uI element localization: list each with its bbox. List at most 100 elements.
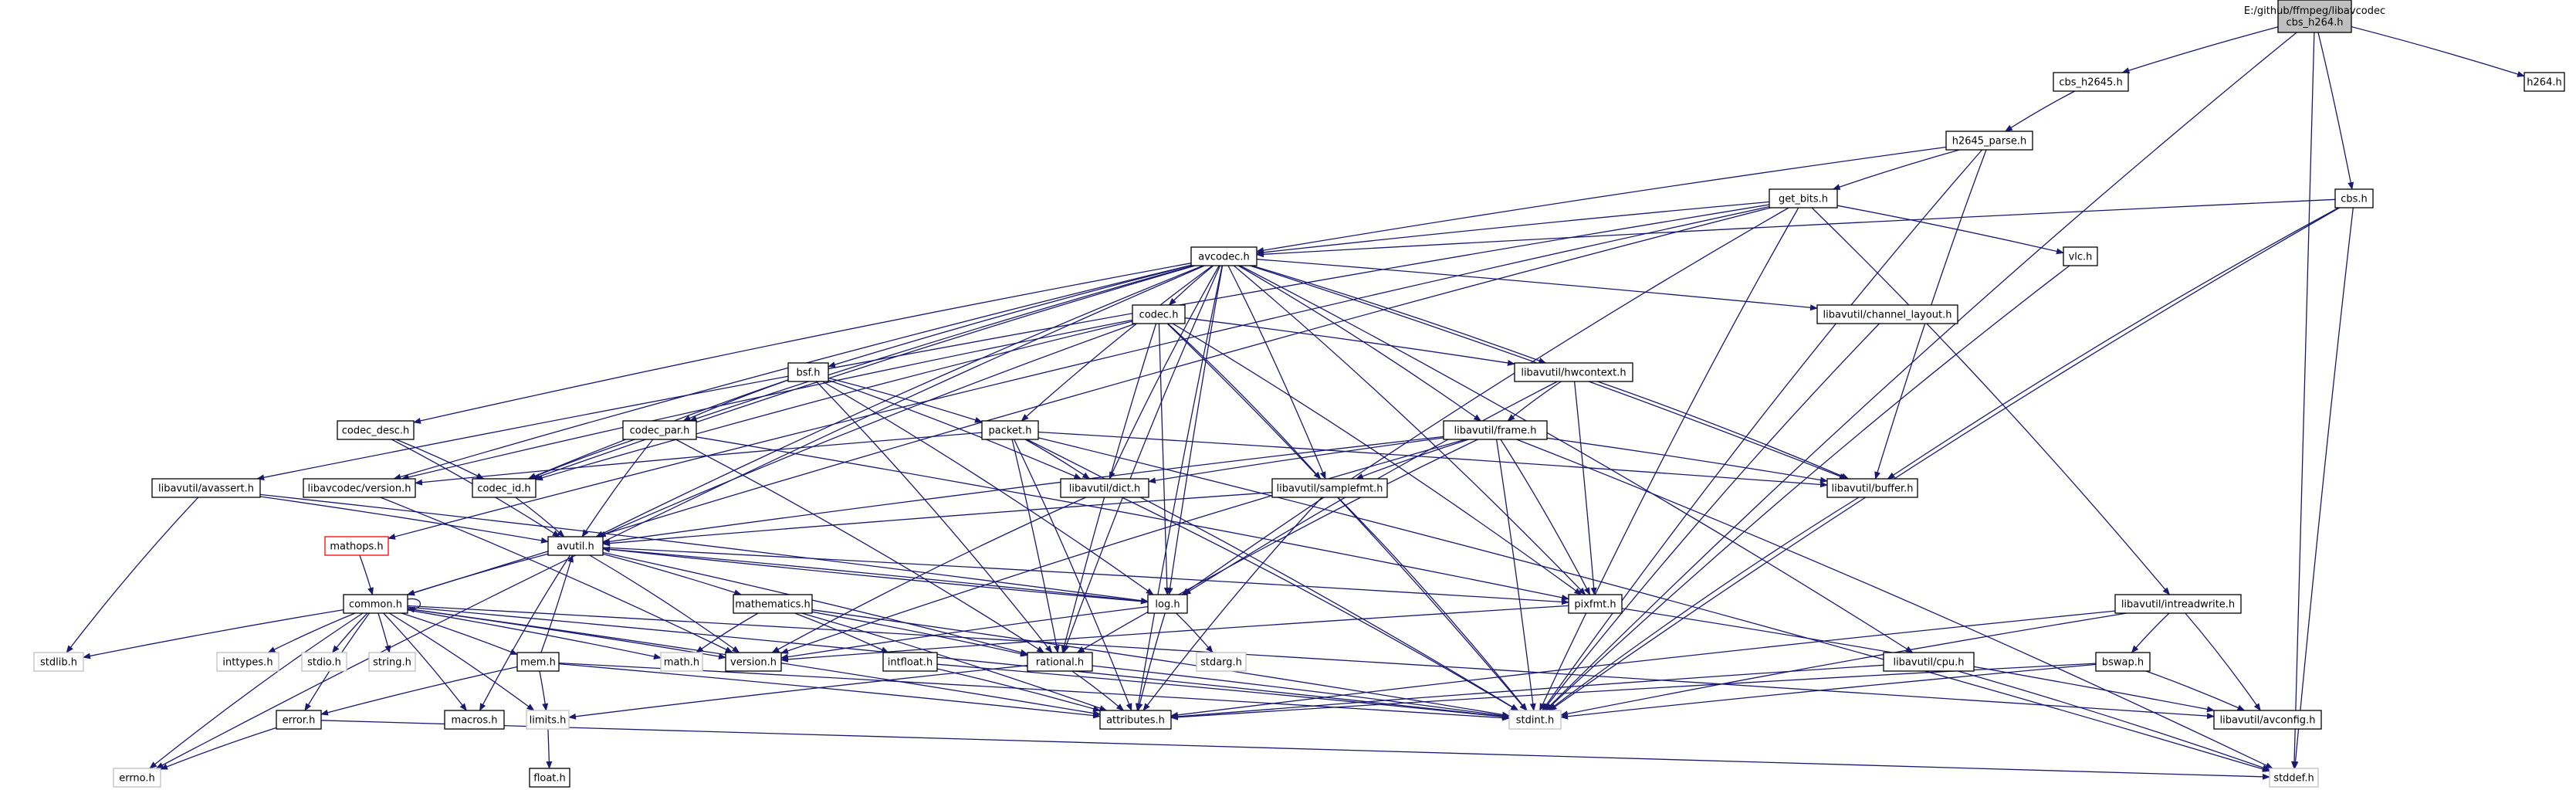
node-label: inttypes.h	[222, 657, 272, 669]
node-label: error.h	[283, 715, 316, 727]
node-codec_desc[interactable]: codec_desc.h	[337, 420, 415, 440]
edge-frame-to-avutil	[602, 436, 1444, 545]
node-intreadwrite[interactable]: libavutil/intreadwrite.h	[2114, 594, 2242, 614]
node-mathematics[interactable]: mathematics.h	[733, 594, 813, 614]
edge-root-to-cbs_h2645	[2121, 26, 2279, 74]
edge-bsf-to-codec_par	[682, 379, 789, 422]
node-box	[444, 710, 505, 730]
node-h2645_parse[interactable]: h2645_parse.h	[1945, 131, 2033, 151]
node-cbs_h2645[interactable]: cbs_h2645.h	[2053, 72, 2129, 92]
node-frame[interactable]: libavutil/frame.h	[1443, 420, 1548, 440]
node-box	[2053, 72, 2129, 92]
node-label: mem.h	[520, 657, 556, 669]
node-label: avcodec.h	[1198, 252, 1250, 263]
node-avutil[interactable]: avutil.h	[547, 536, 604, 556]
node-attributes[interactable]: attributes.h	[1099, 710, 1172, 730]
edge-mathematics-to-rational	[811, 611, 1028, 657]
node-cpu[interactable]: libavutil/cpu.h	[1883, 652, 1975, 672]
node-label: E:/github/ffmpeg/libavcodec	[2244, 5, 2385, 17]
edge-error-to-errno	[160, 727, 277, 770]
edge-common-to-macros	[383, 612, 467, 711]
edge-common-to-avconfig	[407, 605, 2215, 720]
edge-codec-to-log	[1158, 323, 1170, 595]
node-label: math.h	[664, 657, 699, 669]
node-h264[interactable]: h264.h	[2524, 72, 2565, 92]
edge-dict-to-version	[771, 497, 1086, 653]
node-avcodec[interactable]: avcodec.h	[1190, 246, 1258, 266]
node-errno: errno.h	[113, 768, 161, 788]
edge-packet-to-avcodec_version	[415, 432, 983, 486]
edge-codec-to-avutil	[597, 323, 1136, 537]
edge-avcodec-to-errno	[155, 265, 1205, 769]
edge-common-to-errno	[149, 612, 364, 769]
node-common[interactable]: common.h	[343, 594, 408, 614]
edge-get_bits-to-mathops	[388, 205, 1770, 540]
node-box	[529, 768, 570, 788]
edge-avutil-to-rational	[602, 551, 1028, 656]
node-float[interactable]: float.h	[529, 768, 570, 788]
node-packet[interactable]: packet.h	[981, 420, 1039, 440]
node-samplefmt[interactable]: libavutil/samplefmt.h	[1271, 478, 1388, 498]
node-bswap[interactable]: bswap.h	[2095, 652, 2151, 672]
node-box	[725, 652, 782, 672]
node-box	[1508, 710, 1562, 730]
node-get_bits[interactable]: get_bits.h	[1769, 188, 1838, 209]
node-box	[2063, 246, 2098, 266]
node-log[interactable]: log.h	[1147, 594, 1188, 614]
node-avcodec_version[interactable]: libavcodec/version.h	[303, 478, 416, 498]
node-version[interactable]: version.h	[725, 652, 782, 672]
edge-root-to-h264	[2351, 25, 2525, 77]
edge-avcodec-to-frame	[1237, 265, 1482, 422]
node-vlc[interactable]: vlc.h	[2063, 246, 2098, 266]
edge-rational-to-attributes	[1071, 670, 1125, 711]
edge-avcodec_version-to-version	[380, 497, 733, 653]
edge-bswap-to-avconfig	[2145, 670, 2246, 711]
edge-packet-to-dict	[1024, 439, 1091, 480]
edge-common-to-limits	[388, 612, 535, 711]
edge-avutil-to-pixfmt	[602, 547, 1569, 605]
node-box	[981, 420, 1039, 440]
edge-root-to-cbs	[2317, 32, 2354, 190]
edge-avutil-to-version	[589, 554, 740, 653]
node-box	[216, 652, 279, 672]
node-dict[interactable]: libavutil/dict.h	[1060, 478, 1149, 498]
edge-codec_par-to-avutil	[581, 439, 654, 537]
node-label: avutil.h	[557, 541, 594, 553]
node-avconfig[interactable]: libavutil/avconfig.h	[2213, 710, 2322, 730]
edge-common-to-string	[377, 612, 391, 653]
edge-cbs-to-buffer	[1887, 207, 2339, 480]
node-mathops[interactable]: mathops.h	[324, 536, 389, 556]
node-label: codec_desc.h	[342, 426, 410, 437]
edge-codec-to-avcodec_version	[401, 319, 1133, 480]
edge-hwcontext-to-pixfmt	[1573, 381, 1597, 595]
node-codec[interactable]: codec.h	[1132, 304, 1186, 324]
node-hwcontext[interactable]: libavutil/hwcontext.h	[1514, 362, 1633, 382]
edge-intfloat-to-stdint	[936, 663, 1510, 720]
node-mem[interactable]: mem.h	[516, 652, 560, 672]
node-avassert[interactable]: libavutil/avassert.h	[151, 478, 261, 498]
node-codec_id[interactable]: codec_id.h	[472, 478, 537, 498]
node-label: libavcodec/version.h	[308, 483, 411, 495]
node-label: packet.h	[989, 426, 1032, 437]
node-codec_par[interactable]: codec_par.h	[622, 420, 697, 440]
edge-cbs_h2645-to-h2645_parse	[2004, 90, 2076, 132]
node-box	[622, 420, 697, 440]
node-pixfmt[interactable]: pixfmt.h	[1568, 594, 1623, 614]
node-intfloat[interactable]: intfloat.h	[882, 652, 938, 672]
node-rational[interactable]: rational.h	[1027, 652, 1093, 672]
node-box	[1769, 188, 1838, 209]
edge-common-to-math	[407, 609, 662, 659]
edge-common-to-inttypes	[267, 612, 356, 653]
node-bsf[interactable]: bsf.h	[787, 362, 829, 382]
edge-mem-to-attributes	[558, 663, 1101, 719]
node-channel_layout[interactable]: libavutil/channel_layout.h	[1816, 304, 1958, 324]
edge-mathematics-to-math	[696, 612, 759, 653]
node-math: math.h	[660, 652, 703, 672]
node-error[interactable]: error.h	[276, 710, 322, 730]
node-buffer[interactable]: libavutil/buffer.h	[1826, 478, 1918, 498]
edge-buffer-to-stdint	[1548, 497, 1860, 711]
node-box	[2334, 188, 2374, 209]
node-macros[interactable]: macros.h	[444, 710, 505, 730]
node-cbs[interactable]: cbs.h	[2334, 188, 2374, 209]
